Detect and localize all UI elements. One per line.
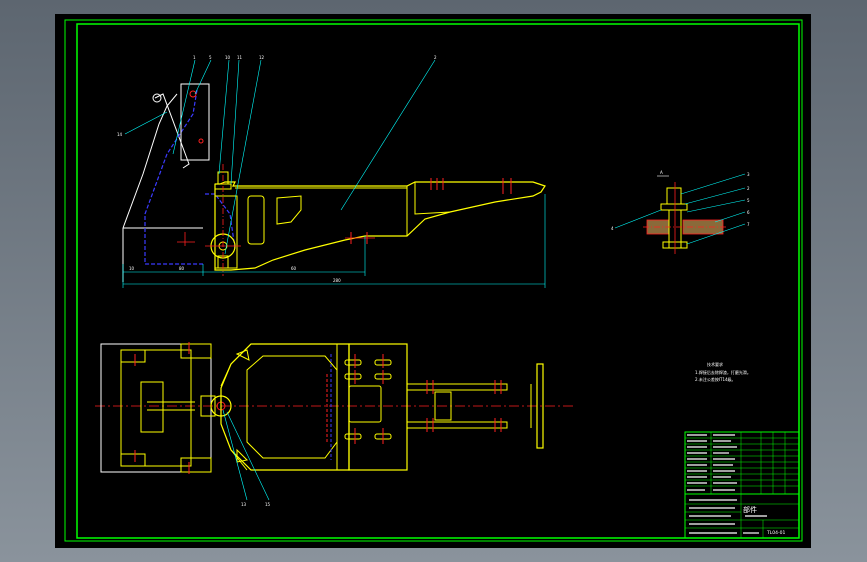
title-name: 部件 (743, 505, 757, 514)
notes-heading: 技术要求 (707, 361, 723, 367)
center-frame-inner (246, 355, 338, 459)
dim-text-b: 10 (129, 266, 135, 271)
detail-nut (666, 187, 682, 205)
slot-5 (344, 433, 362, 440)
tail-bottom (406, 421, 508, 429)
detail-callout-2: 3 (747, 172, 750, 177)
front-view: 280 60 10 80 14 1 5 10 11 12 2 (117, 55, 546, 288)
left-tab-br (180, 457, 212, 473)
cutout-1 (247, 195, 265, 245)
right-plate (348, 343, 408, 471)
arm-link (154, 93, 190, 169)
outer-frame (64, 19, 803, 542)
title-code: TL04-01 (766, 530, 785, 536)
detail-callout-1: 4 (611, 226, 614, 231)
tail-block (434, 391, 452, 421)
detail-washer (660, 203, 688, 211)
balloon-15: 15 (265, 502, 271, 507)
title-block-text (689, 499, 767, 534)
leader-13 (222, 409, 248, 501)
balloon-1: 1 (193, 55, 196, 60)
leader-2 (340, 59, 436, 211)
detail-leader-4 (686, 199, 746, 213)
left-block (140, 381, 164, 433)
arm-ear-bottom (236, 448, 249, 463)
hidden-contour (144, 89, 203, 265)
upper-block (180, 83, 210, 161)
leader-14 (124, 111, 168, 135)
arm-pivot (152, 93, 162, 103)
right-plate-window (348, 385, 382, 423)
leader-15 (226, 411, 270, 501)
detail-callout-6: 7 (747, 222, 750, 227)
hidden-contour-2 (205, 193, 236, 250)
drawing-sheet: 280 60 10 80 14 1 5 10 11 12 2 A (55, 14, 811, 548)
balloon-11: 11 (237, 55, 243, 60)
detail-callout-3: 2 (747, 186, 750, 191)
balloon-12: 12 (259, 55, 265, 60)
leader-12 (224, 59, 262, 255)
dim-text-overall: 280 (333, 278, 341, 283)
left-frame (100, 343, 212, 473)
leader-1 (172, 59, 196, 155)
notes-line-2: 2.未注公差按IT14级。 (695, 376, 736, 382)
tail-top (406, 383, 508, 391)
detail-leader-2 (680, 173, 746, 195)
beam-tail (414, 182, 451, 215)
upper-block-hole (189, 90, 197, 98)
leader-10 (218, 59, 230, 175)
left-inner (120, 349, 192, 467)
detail-label: A (660, 170, 663, 175)
detail-leader-3 (684, 187, 746, 205)
left-tab-bl (120, 453, 146, 467)
cad-drawing: 280 60 10 80 14 1 5 10 11 12 2 A (64, 19, 803, 542)
detail-leader-1 (614, 209, 662, 229)
balloon-13: 13 (241, 502, 247, 507)
upper-block-hole-2 (198, 138, 204, 144)
detail-leader-5 (714, 211, 746, 223)
end-plate (536, 363, 544, 449)
top-view: 13 15 (95, 342, 575, 507)
hub-boss (200, 395, 216, 417)
title-frame (684, 493, 800, 539)
balloon-10: 10 (225, 55, 231, 60)
leader-5 (194, 59, 212, 95)
technical-notes: 技术要求 1.焊接后去除焊渣，打磨光滑。 2.未注公差按IT14级。 (695, 361, 751, 382)
arm-ear-top (235, 349, 250, 361)
slot-3 (344, 373, 362, 380)
inner-frame (76, 23, 800, 539)
balloon-5: 5 (209, 55, 212, 60)
leader-11 (230, 59, 240, 185)
balloon-2: 2 (434, 55, 437, 60)
title-block: 部件 TL04-01 (684, 431, 800, 539)
arm-lower (230, 449, 248, 471)
left-tab-tl (120, 349, 146, 363)
left-tab-tr (180, 343, 212, 359)
dim-text-c: 80 (179, 266, 185, 271)
balloon-14: 14 (117, 132, 123, 137)
support-outline (122, 93, 178, 229)
cutout-2 (276, 195, 302, 225)
dim-text-a: 60 (291, 266, 297, 271)
notes-line-1: 1.焊接后去除焊渣，打磨光滑。 (695, 369, 751, 375)
main-beam (214, 181, 546, 271)
detail-view: A 4 3 2 5 6 7 (611, 170, 750, 254)
detail-callout-5: 6 (747, 210, 750, 215)
detail-callout-4: 5 (747, 198, 750, 203)
parts-list-text (687, 434, 737, 491)
slot-1 (344, 359, 362, 366)
detail-leader-6 (686, 223, 746, 245)
